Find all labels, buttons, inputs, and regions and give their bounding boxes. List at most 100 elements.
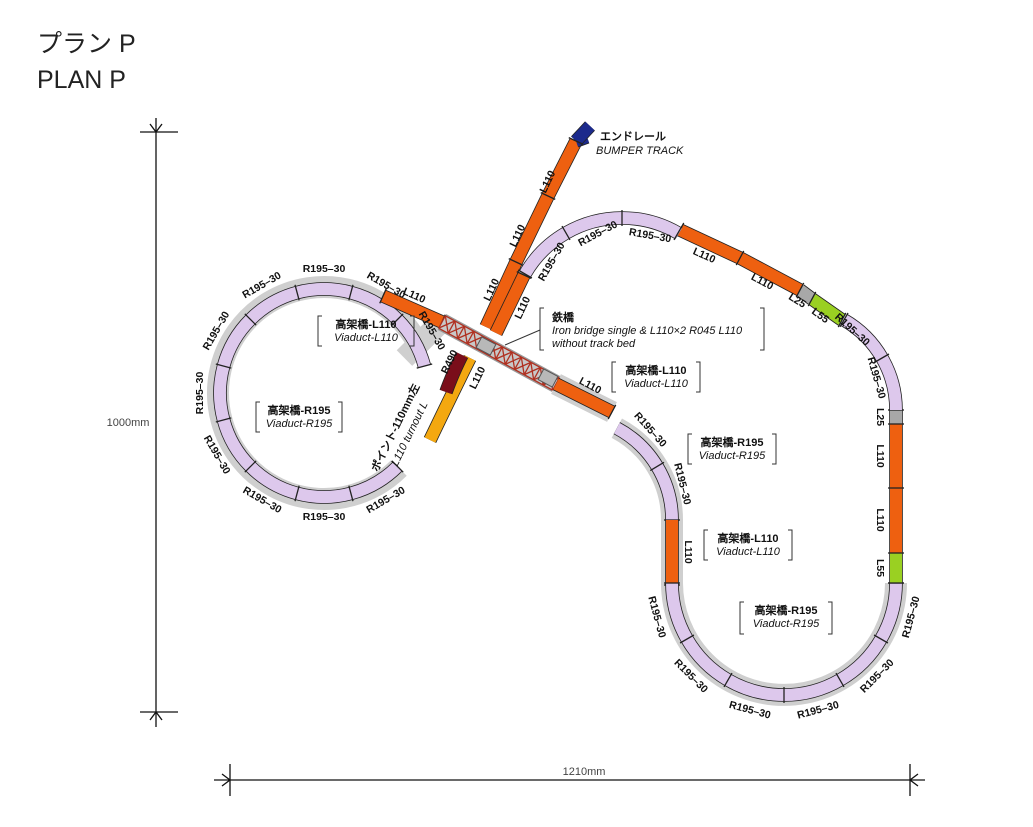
top-arc-seg-1: [563, 212, 623, 239]
caption-0-bracket-right: [410, 315, 415, 347]
viaduct-caption-4-jp: 高架橋-L110: [717, 531, 778, 545]
bumper-track-fill: [571, 121, 595, 146]
left-loop-label-7: R195–30: [303, 263, 346, 275]
viaduct-caption-3-jp: 高架橋-R195: [701, 435, 764, 449]
width-dimension-label: 1210mm: [563, 766, 606, 778]
left-loop-seg-7: [295, 283, 353, 299]
viaduct-caption-4-en: Viaduct-L110: [716, 546, 781, 558]
top-arc-joint-1: [561, 225, 571, 241]
bridge-caption-bracket-right: [760, 307, 765, 351]
viaduct-caption-2-en: Viaduct-L110: [624, 378, 689, 390]
left-loop-joint-8: [348, 284, 354, 301]
left-loop-seg-8: [349, 286, 402, 324]
caption-5-bracket-left: [739, 601, 744, 635]
height-arrow-bottom-icon: [149, 710, 163, 721]
viaduct-caption-3-en: Viaduct-R195: [699, 450, 766, 462]
bottom-curve-joint-4: [835, 672, 845, 688]
bottom-curve-seg-2: [725, 674, 785, 701]
bridge-caption-bracket-left: [539, 307, 544, 351]
spur-inner-l110: [490, 272, 530, 336]
caption-1-bracket-left: [255, 401, 260, 433]
left-viaduct-l110-track: [380, 290, 445, 328]
caption-4-bracket-left: [703, 529, 708, 561]
plan-title-en: PLAN P: [37, 66, 126, 94]
bumper-label-jp: エンドレール: [600, 130, 666, 143]
top-l55-track: [808, 294, 846, 325]
top-straight-joint-2: [795, 282, 805, 298]
left-loop-seg-6: [246, 286, 299, 324]
left-loop-joint-1: [348, 485, 354, 502]
spur-outer-l110-c: [542, 138, 582, 199]
caption-2-bracket-left: [611, 361, 616, 393]
top-arc-seg-2: [621, 212, 681, 239]
bottom-curve-seg-5: [875, 582, 902, 642]
width-arrow-left-icon: [221, 773, 232, 787]
left-viaduct-l110-joint-a: [379, 288, 387, 304]
top-right-curve-seg-0: [840, 314, 888, 362]
spur-outer-l110-b: [510, 193, 554, 265]
right-l110-label-b: L110: [874, 444, 886, 468]
width-arrow-right-icon: [908, 773, 919, 787]
bottom-curve-shadow: [661, 582, 907, 706]
middle-curve-joint-0: [649, 461, 665, 472]
bottom-curve-seg-1: [681, 635, 732, 686]
top-l25-track: [796, 285, 816, 304]
viaduct-caption-5-jp: 高架橋-R195: [755, 603, 818, 617]
left-loop-joint-0: [391, 460, 404, 473]
top-straight-joint-3: [735, 250, 745, 266]
bottom-curve-joint-5: [873, 634, 889, 644]
left-loop-label-1: R195–30: [303, 511, 346, 523]
viaduct-caption-1-en: Viaduct-R195: [266, 418, 333, 430]
top-right-curve-seg-1: [876, 355, 902, 411]
bottom-curve-joint-2: [723, 672, 733, 688]
left-loop-joint-6: [244, 313, 257, 326]
left-loop-joint-3: [244, 460, 257, 473]
left-loop-joint-10: [416, 363, 433, 369]
top-arc-seg-0: [519, 227, 570, 278]
spur-outer-joint-a: [508, 258, 524, 266]
plan-title-jp: プラン P: [37, 30, 136, 58]
bottom-curve-seg-3: [783, 674, 843, 701]
bumper-label-en: BUMPER TRACK: [596, 145, 684, 157]
viaduct-caption-2-jp: 高架橋-L110: [625, 363, 686, 377]
left-loop-joint-9: [391, 313, 404, 326]
middle-curve-seg-1: [651, 463, 678, 521]
caption-4-bracket-right: [788, 529, 793, 561]
left-viaduct-l110-shadow: [396, 315, 448, 366]
right-l25-label: L25: [874, 408, 886, 426]
right-l110-label-a: L110: [874, 508, 886, 532]
left-loop-joint-4: [215, 417, 232, 423]
left-loop-joint-5: [215, 363, 232, 369]
caption-3-bracket-left: [687, 433, 692, 465]
middle-curve-seg-0: [613, 422, 663, 470]
bottom-curve-seg-4: [836, 635, 887, 686]
top-l110-track-b: [737, 252, 803, 296]
caption-0-bracket-left: [317, 315, 322, 347]
left-loop-label-4: R195–30: [194, 372, 206, 415]
left-loop-seg-2: [246, 462, 299, 500]
spur-inner-joint: [516, 271, 532, 279]
top-arc-joint-0: [517, 269, 533, 279]
bridge-leader-line: [504, 329, 541, 346]
viaduct-caption-0-en: Viaduct-L110: [334, 332, 399, 344]
top-arc-joint-3: [673, 225, 683, 241]
top-straight-joint-1: [807, 291, 817, 307]
right-l55-label: L55: [874, 559, 886, 577]
viaduct-caption-1-jp: 高架橋-R195: [268, 403, 331, 417]
caption-2-bracket-right: [696, 361, 701, 393]
bottom-curve-seg-0: [666, 582, 693, 642]
bottom-curve-joint-1: [679, 634, 695, 644]
iron-bridge-pier-a: [475, 336, 497, 356]
top-straight-joint-0: [837, 312, 847, 328]
track-layer: [140, 118, 925, 796]
spur-outer-joint-c: [568, 137, 584, 145]
right-viaduct-l110-joint: [607, 404, 617, 420]
vertical-l110-label: L110: [682, 540, 694, 564]
bridge-label-jp: 鉄橋: [552, 310, 575, 324]
height-dimension-label: 1000mm: [107, 417, 150, 429]
left-loop-seg-0: [349, 462, 402, 500]
r490-track: [440, 352, 468, 395]
spur-outer-l110-a: [480, 259, 522, 330]
